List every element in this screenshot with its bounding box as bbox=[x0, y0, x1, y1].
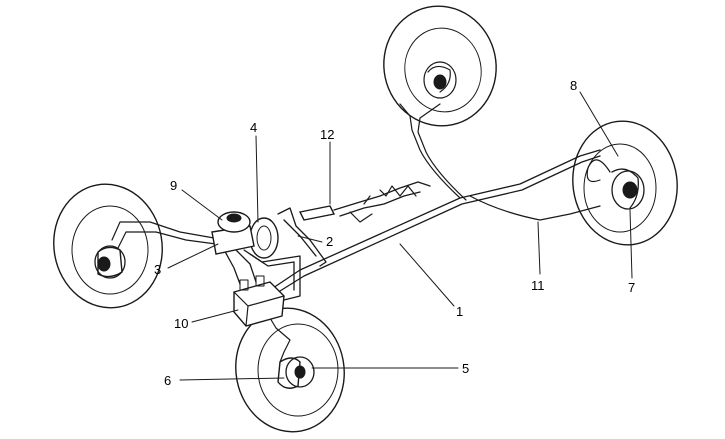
callout-4: 4 bbox=[250, 120, 257, 135]
abs-unit bbox=[233, 275, 285, 327]
callout-3: 3 bbox=[154, 262, 161, 277]
callout-7: 7 bbox=[628, 280, 635, 295]
master-cylinder bbox=[211, 211, 255, 255]
rear-right-wheel bbox=[572, 120, 678, 246]
callout-6: 6 bbox=[164, 373, 171, 388]
rear-left-wheel bbox=[383, 5, 497, 127]
callout-10: 10 bbox=[174, 316, 188, 331]
brake-booster bbox=[249, 217, 279, 259]
callout-labels: 1 2 3 4 5 6 7 8 9 10 11 12 bbox=[154, 78, 635, 388]
leader-lines bbox=[167, 91, 633, 381]
callout-8: 8 bbox=[570, 78, 577, 93]
callout-1: 1 bbox=[456, 304, 463, 319]
parking-brake-lever bbox=[298, 181, 431, 223]
callout-5: 5 bbox=[462, 361, 469, 376]
callout-12: 12 bbox=[320, 127, 334, 142]
callout-9: 9 bbox=[170, 178, 177, 193]
callout-2: 2 bbox=[326, 234, 333, 249]
callout-11: 11 bbox=[531, 278, 545, 293]
front-left-wheel bbox=[53, 183, 163, 309]
brake-lines bbox=[111, 103, 601, 363]
